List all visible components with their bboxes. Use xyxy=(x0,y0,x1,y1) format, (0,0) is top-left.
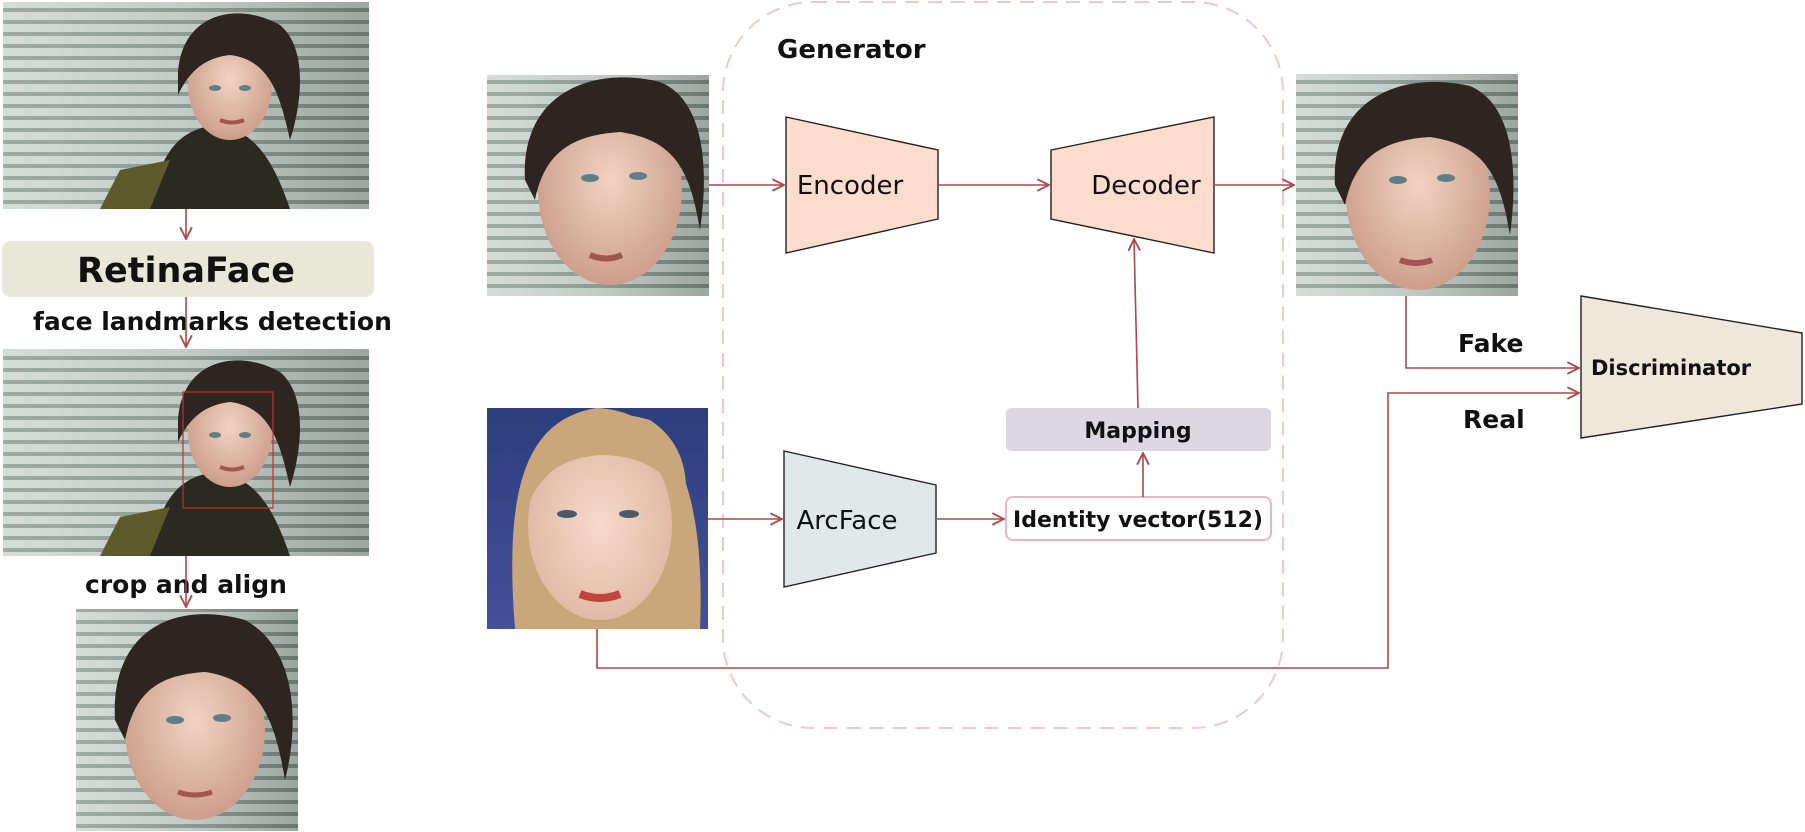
discriminator-label: Discriminator xyxy=(1591,356,1752,380)
retinaface-label: RetinaFace xyxy=(77,251,295,291)
flow-arrows xyxy=(596,185,1579,669)
arcface-label: ArcFace xyxy=(797,506,898,536)
fake-label: Fake xyxy=(1458,329,1523,358)
encoder-label: Encoder xyxy=(797,171,904,201)
cropped-photo xyxy=(76,609,298,831)
decoder-block: Decoder xyxy=(1050,116,1215,254)
decoder-label: Decoder xyxy=(1091,171,1201,201)
encoder-block: Encoder xyxy=(785,116,939,254)
arcface-block: ArcFace xyxy=(783,450,937,588)
landmarks-detection-label: face landmarks detection xyxy=(33,307,392,336)
swapped-face-photo xyxy=(1296,74,1518,296)
input-photo xyxy=(3,2,369,209)
generator-title: Generator xyxy=(777,35,926,65)
retinaface-box: RetinaFace xyxy=(2,241,374,297)
mapping-block: Mapping xyxy=(1006,408,1271,451)
face-detection-box xyxy=(182,391,274,509)
identity-vector-block: Identity vector(512) xyxy=(1005,496,1272,541)
target-face-photo xyxy=(487,75,709,296)
source-face-photo xyxy=(487,408,708,629)
mapping-label: Mapping xyxy=(1084,419,1191,444)
generator-container xyxy=(722,1,1284,729)
discriminator-block: Discriminator xyxy=(1580,295,1803,439)
identity-vector-label: Identity vector(512) xyxy=(1013,508,1263,533)
real-label: Real xyxy=(1463,405,1525,434)
detection-photo xyxy=(3,349,369,556)
